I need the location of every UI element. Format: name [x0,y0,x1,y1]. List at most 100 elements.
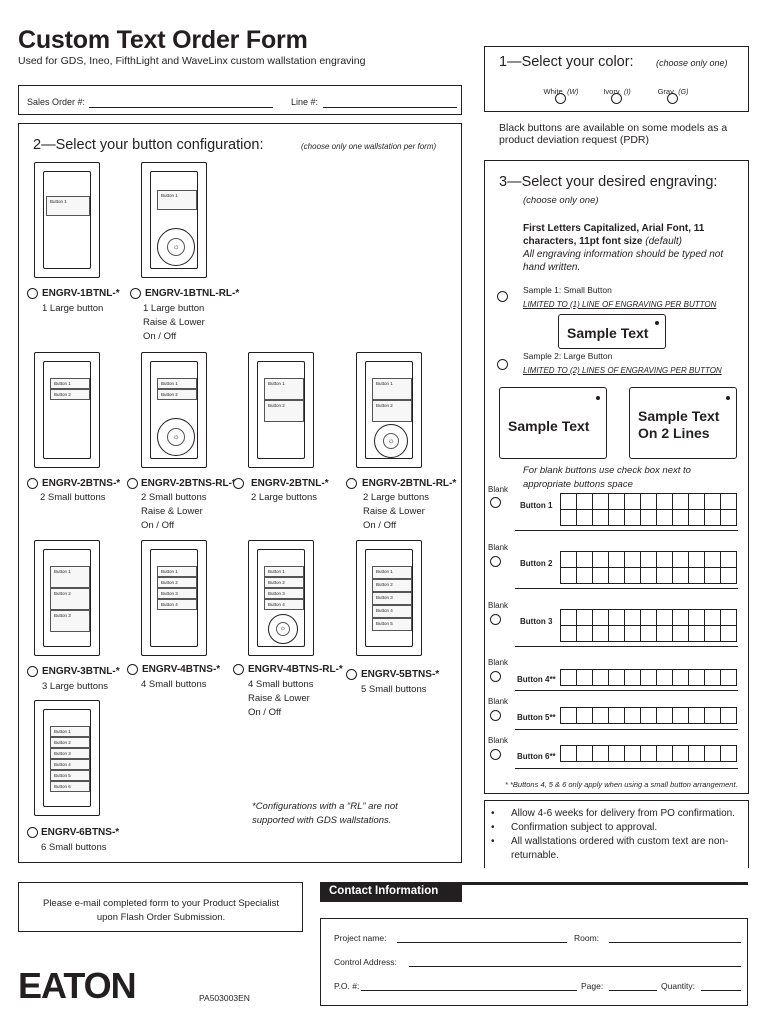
sample2-button-b: Sample Text On 2 Lines [629,387,737,459]
radio-config-5[interactable] [233,478,244,489]
config-code-5: ENGRV-2BTNL-* [251,478,329,489]
config-desc-2: 1 Large button Raise & Lower On / Off [143,303,205,342]
char-grid-4[interactable] [560,669,737,686]
color-hint: (choose only one) [656,58,728,68]
sales-order-field[interactable] [89,107,273,108]
line-field[interactable] [323,107,457,108]
engraving-footnote: * *Buttons 4, 5 & 6 only apply when usin… [505,780,738,789]
email-note: Please e-mail completed form to your Pro… [42,898,280,923]
config-desc-11: 6 Small buttons [41,842,107,853]
char-grid-1b[interactable] [560,509,737,526]
char-grid-3b[interactable] [560,625,737,642]
radio-config-7[interactable] [27,666,38,677]
plate-5btns: Button 1 Button 2 Button 3 Button 4 Butt… [356,540,422,656]
page-field[interactable] [609,990,657,991]
char-grid-1[interactable] [560,493,737,510]
char-grid-6[interactable] [560,745,737,762]
dimmer-dial-icon: ☼ [157,418,195,456]
engraving-title: 3—Select your desired engraving: [499,174,718,190]
plate-6btns: Button 1 Button 2 Button 3 Button 4 Butt… [34,700,100,816]
page-label: Page: [581,981,604,991]
blank-checkbox-2[interactable] [490,556,501,567]
char-grid-2b[interactable] [560,567,737,584]
radio-config-6[interactable] [346,478,357,489]
sample1-button: Sample Text [558,314,666,349]
sample2-limit: LIMITED TO (2) LINES OF ENGRAVING PER BU… [523,366,722,375]
blank-checkbox-1[interactable] [490,497,501,508]
blank-checkbox-3[interactable] [490,614,501,625]
radio-config-11[interactable] [27,827,38,838]
contact-box: Project name: Room: Control Address: P.O… [320,918,748,1006]
blank-checkbox-6[interactable] [490,749,501,760]
room-label: Room: [574,933,600,943]
plate-4btns-rl: Button 1 Button 2 Button 3 Button 4 ☼ [248,540,314,656]
color-option-white[interactable]: White (W) [541,81,581,104]
plate-2btns: Button 1 Button 2 [34,352,100,468]
terms-list: Allow 4-6 weeks for delivery from PO con… [485,807,740,863]
color-option-gray[interactable]: Gray (G) [653,81,693,104]
plate-1btnl: Button 1 [34,162,100,278]
radio-gray[interactable] [667,93,678,104]
address-label: Control Address: [334,957,397,967]
radio-config-10[interactable] [346,669,357,680]
room-field[interactable] [609,942,741,943]
color-section: 1—Select your color: (choose only one) W… [484,46,749,112]
plate-2btnl: Button 1 Button 2 [248,352,314,468]
config-code-7: ENGRV-3BTNL-* [42,666,120,677]
char-grid-5[interactable] [560,707,737,724]
engraving-section: 3—Select your desired engraving: (choose… [484,160,749,794]
config-code-10: ENGRV-5BTNS-* [361,669,440,680]
address-field[interactable] [409,966,741,967]
line-label: Line #: [291,97,319,107]
config-section: 2—Select your button configuration: (cho… [18,123,462,863]
engraving-hint: (choose only one) [523,195,599,206]
config-code-4: ENGRV-2BTNS-RL-* [141,478,236,489]
config-title: 2—Select your button configuration: [33,137,264,153]
config-desc-3: 2 Small buttons [40,492,106,503]
config-hint: (choose only one wallstation per form) [301,142,437,151]
radio-sample-1[interactable] [497,291,508,302]
radio-sample-2[interactable] [497,359,508,370]
char-grid-3[interactable] [560,609,737,626]
form-title: Custom Text Order Form [18,26,308,54]
default-engraving-text: First Letters Capitalized, Arial Font, 1… [523,223,724,273]
radio-config-4[interactable] [127,478,138,489]
sales-order-box: Sales Order #: Line #: [18,85,462,115]
radio-config-8[interactable] [127,664,138,675]
plate-3btnl: Button 1 Button 2 Button 3 [34,540,100,656]
radio-config-1[interactable] [27,288,38,299]
quantity-field[interactable] [701,990,741,991]
config-desc-1: 1 Large button [42,303,104,314]
sales-order-label: Sales Order #: [27,97,86,107]
plate-4btns: Button 1 Button 2 Button 3 Button 4 [141,540,207,656]
email-note-box: Please e-mail completed form to your Pro… [18,882,303,932]
sample1-label: Sample 1: Small Button [523,285,612,295]
blank-checkbox-5[interactable] [490,710,501,721]
config-desc-4: 2 Small buttons Raise & Lower On / Off [141,492,207,531]
blank-checkbox-4[interactable] [490,671,501,682]
radio-config-9[interactable] [233,664,244,675]
radio-config-3[interactable] [27,478,38,489]
dimmer-dial-icon: ☼ [157,228,195,266]
project-field[interactable] [397,942,567,943]
radio-ivory[interactable] [611,93,622,104]
po-field[interactable] [361,990,577,991]
black-button-note: Black buttons are available on some mode… [499,122,728,146]
terms-box: Allow 4-6 weeks for delivery from PO con… [484,800,749,868]
config-code-1: ENGRV-1BTNL-* [42,288,120,299]
char-grid-2[interactable] [560,551,737,568]
radio-white[interactable] [555,93,566,104]
sample2-button-a: Sample Text [499,387,607,459]
config-desc-8: 4 Small buttons [141,679,207,690]
sample1-limit: LIMITED TO (1) LINE OF ENGRAVING PER BUT… [523,300,717,309]
radio-config-2[interactable] [130,288,141,299]
eaton-logo: EATON [18,965,137,1006]
blank-note: For blank buttons use check box next to … [523,465,691,490]
config-desc-5: 2 Large buttons [251,492,318,503]
config-desc-7: 3 Large buttons [42,681,109,692]
quantity-label: Quantity: [661,981,696,991]
color-option-ivory[interactable]: Ivory (I) [597,81,637,104]
plate-1btnl-rl: Button 1 ☼ [141,162,207,278]
config-code-6: ENGRV-2BTNL-RL-* [362,478,457,489]
dimmer-dial-icon: ☼ [374,424,408,458]
